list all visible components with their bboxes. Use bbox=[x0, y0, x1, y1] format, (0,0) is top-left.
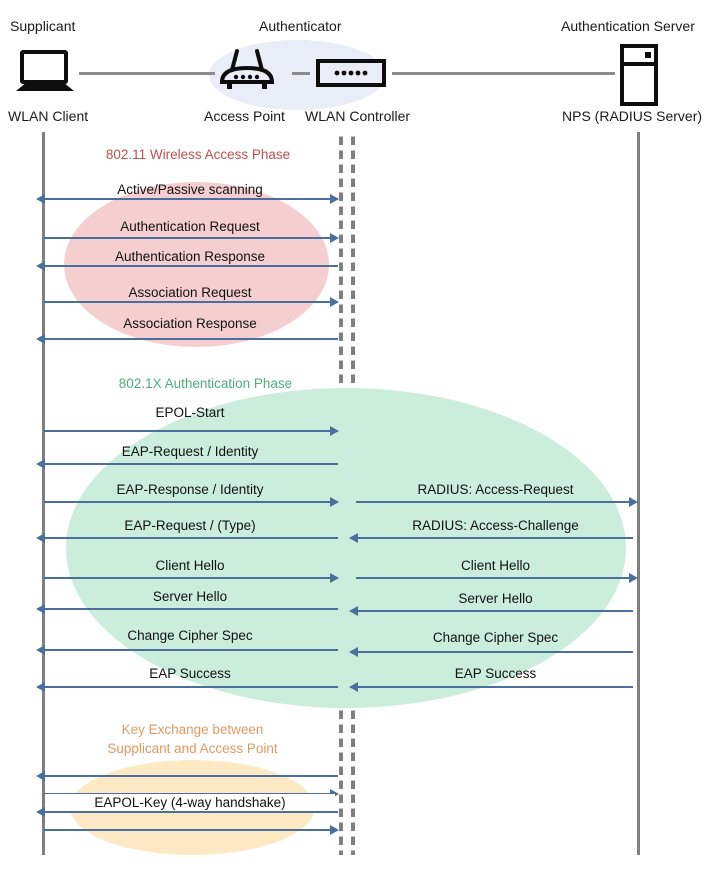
message-line-epol-start bbox=[44, 430, 336, 432]
message-label-server-hello-right: Server Hello bbox=[458, 591, 533, 606]
message-label-client-hello-right: Client Hello bbox=[460, 558, 531, 573]
message-label-client-hello-left: Client Hello bbox=[155, 558, 225, 573]
message-label-authentication-request: Authentication Request bbox=[120, 219, 260, 234]
message-line-server-hello-right bbox=[356, 610, 633, 612]
message-label-eapol-key-4way-handshake: EAPOL-Key (4-way handshake) bbox=[45, 794, 335, 811]
phase-title-wireless-access: 802.11 Wireless Access Phase bbox=[105, 147, 291, 162]
message-line-eap-request-identity bbox=[44, 463, 338, 465]
message-label-eap-success-left: EAP Success bbox=[149, 666, 231, 681]
message-label-association-response: Association Response bbox=[123, 316, 257, 331]
arrowhead-left-eap-success-right bbox=[349, 682, 358, 692]
arrowhead-right-association-request bbox=[330, 297, 339, 307]
message-line-eapol-key-4 bbox=[44, 829, 336, 831]
arrowhead-right-radius-access-request bbox=[629, 497, 638, 507]
message-line-radius-access-request bbox=[356, 501, 631, 503]
message-line-radius-access-challenge bbox=[356, 537, 633, 539]
message-line-eap-success-right bbox=[356, 686, 633, 688]
message-label-epol-start: EPOL-Start bbox=[155, 405, 225, 420]
switch-icon bbox=[316, 59, 386, 92]
arrowhead-left-eapol-key-3 bbox=[36, 807, 45, 817]
message-label-active-passive-scanning: Active/Passive scanning bbox=[117, 182, 263, 197]
role-title-supplicant: Supplicant bbox=[10, 18, 76, 34]
message-label-radius-access-request: RADIUS: Access-Request bbox=[417, 482, 574, 497]
message-line-association-request bbox=[44, 301, 336, 303]
wire-controller-to-server bbox=[392, 72, 615, 75]
arrowhead-left-eapol-key-1 bbox=[36, 771, 45, 781]
message-line-client-hello-right bbox=[356, 577, 631, 579]
arrowhead-left-active-passive-scanning bbox=[36, 194, 45, 204]
phase-title-key-exchange-line2: Supplicant and Access Point bbox=[107, 741, 278, 756]
arrowhead-left-eap-request-type bbox=[36, 533, 45, 543]
device-label-access-point: Access Point bbox=[204, 108, 285, 124]
phase-title-key-exchange-line1: Key Exchange between bbox=[121, 722, 264, 737]
arrowhead-right-eap-response-identity bbox=[330, 497, 339, 507]
arrowhead-left-server-hello-left bbox=[36, 604, 45, 614]
arrowhead-left-eap-success-left bbox=[36, 682, 45, 692]
message-label-eap-request-identity: EAP-Request / Identity bbox=[121, 444, 259, 459]
message-line-server-hello-left bbox=[44, 608, 338, 610]
role-title-authentication-server: Authentication Server bbox=[561, 18, 695, 34]
message-line-authentication-response bbox=[44, 265, 338, 267]
arrowhead-left-authentication-response bbox=[36, 261, 45, 271]
message-line-eapol-key-3 bbox=[44, 811, 338, 813]
arrowhead-right-client-hello-left bbox=[330, 573, 339, 583]
message-line-change-cipher-spec-right bbox=[356, 651, 633, 653]
arrowhead-right-eapol-key-4 bbox=[330, 825, 339, 835]
phase-ellipse-dot1x-authentication bbox=[66, 388, 626, 708]
message-line-change-cipher-spec-left bbox=[44, 649, 338, 651]
message-line-eap-request-type bbox=[44, 537, 338, 539]
message-line-client-hello-left bbox=[44, 577, 336, 579]
message-line-eap-response-identity bbox=[44, 501, 336, 503]
message-label-change-cipher-spec-right: Change Cipher Spec bbox=[432, 630, 559, 645]
device-label-wlan-client: WLAN Client bbox=[8, 108, 89, 124]
device-label-nps-radius-server: NPS (RADIUS Server) bbox=[562, 108, 703, 124]
arrowhead-left-change-cipher-spec-left bbox=[36, 645, 45, 655]
wire-ap-to-controller bbox=[292, 72, 310, 75]
message-label-authentication-response: Authentication Response bbox=[114, 249, 266, 264]
device-label-wlan-controller: WLAN Controller bbox=[305, 108, 411, 124]
phase-title-dot1x-authentication: 802.1X Authentication Phase bbox=[118, 376, 293, 391]
message-label-eap-response-identity: EAP-Response / Identity bbox=[116, 482, 264, 497]
arrowhead-left-association-response bbox=[36, 334, 45, 344]
arrowhead-left-server-hello-right bbox=[349, 606, 358, 616]
arrowhead-left-change-cipher-spec-right bbox=[349, 647, 358, 657]
message-line-active-passive-scanning bbox=[44, 198, 338, 200]
arrowhead-left-eap-request-identity bbox=[36, 459, 45, 469]
message-line-authentication-request bbox=[44, 237, 336, 239]
wireless-router-icon bbox=[216, 48, 278, 101]
message-label-change-cipher-spec-left: Change Cipher Spec bbox=[127, 628, 253, 643]
message-label-server-hello-left: Server Hello bbox=[152, 589, 228, 604]
lifeline-authentication-server bbox=[637, 132, 640, 855]
message-line-eapol-key-1 bbox=[44, 775, 338, 777]
message-label-association-request: Association Request bbox=[128, 285, 252, 300]
arrowhead-right-active-passive-scanning bbox=[330, 194, 339, 204]
wire-client-to-ap bbox=[79, 72, 215, 75]
arrowhead-right-epol-start bbox=[330, 426, 339, 436]
laptop-icon bbox=[14, 50, 76, 100]
arrowhead-left-radius-access-challenge bbox=[349, 533, 358, 543]
message-line-association-response bbox=[44, 338, 338, 340]
message-label-eap-request-type: EAP-Request / (Type) bbox=[124, 518, 256, 533]
phase-ellipse-wireless-access bbox=[64, 182, 329, 347]
role-title-authenticator: Authenticator bbox=[259, 18, 342, 34]
message-label-eap-success-right: EAP Success bbox=[454, 666, 537, 681]
arrowhead-right-authentication-request bbox=[330, 233, 339, 243]
arrowhead-right-client-hello-right bbox=[629, 573, 638, 583]
lifeline-supplicant bbox=[42, 132, 45, 855]
message-label-radius-access-challenge: RADIUS: Access-Challenge bbox=[412, 518, 579, 533]
message-line-eap-success-left bbox=[44, 686, 338, 688]
server-icon bbox=[619, 44, 659, 111]
